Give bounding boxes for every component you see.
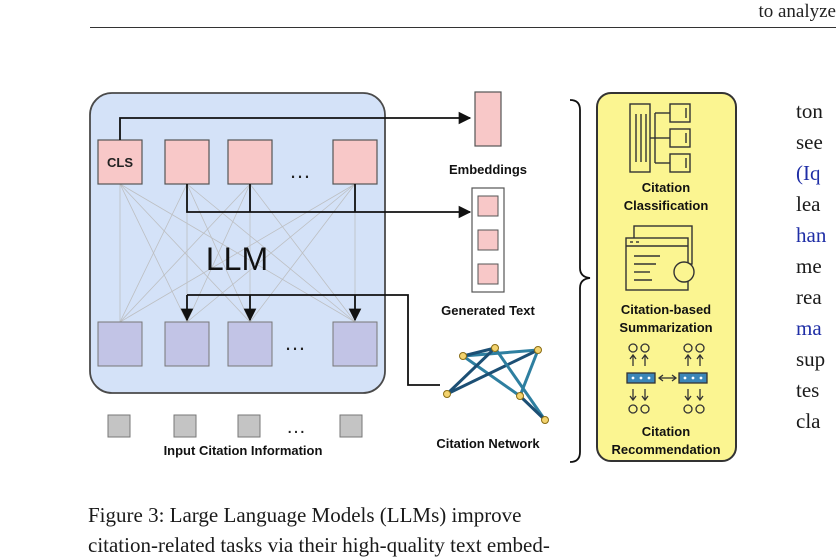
- input-ellipsis: …: [286, 416, 306, 438]
- bottom-ellipsis: …: [284, 330, 306, 355]
- right-line: cla: [796, 409, 821, 433]
- llm-label: LLM: [206, 241, 268, 277]
- citation-network-graph: [443, 344, 549, 424]
- input-token-n: [332, 321, 378, 367]
- output-token-n: [332, 139, 378, 185]
- recommendation-icon: [626, 343, 708, 414]
- right-line: ton: [796, 99, 823, 123]
- right-line: lea: [796, 192, 821, 216]
- input-square-2: [173, 414, 197, 438]
- input-token-1: [97, 321, 143, 367]
- right-column-text: ton see (Iq lea han me rea ma sup tes cl…: [796, 96, 836, 437]
- input-token-3: [227, 321, 273, 367]
- embeddings-label: Embeddings: [449, 162, 527, 177]
- top-ellipsis: …: [289, 158, 311, 183]
- embedding-vector: [474, 91, 502, 147]
- output-token-2: [227, 139, 273, 185]
- running-head: to analyze: [758, 1, 836, 22]
- cls-to-embeddings-arrow: [119, 111, 472, 140]
- header-rule: [90, 27, 836, 28]
- input-token-2: [164, 321, 210, 367]
- brace: [569, 99, 591, 463]
- output-token-1: [164, 139, 210, 185]
- summarization-icon: [625, 225, 695, 291]
- classification-icon: [629, 103, 691, 173]
- input-square-3: [237, 414, 261, 438]
- task-recommendation-line2: Recommendation: [611, 442, 720, 457]
- right-line-link[interactable]: ma: [796, 316, 822, 340]
- network-feedback-line: [187, 294, 440, 386]
- right-line-link[interactable]: han: [796, 223, 827, 247]
- right-line-link[interactable]: (Iq: [796, 161, 821, 185]
- tokens-to-generated-text-arrow: [186, 184, 472, 219]
- right-line: me: [796, 254, 822, 278]
- input-square-n: [339, 414, 363, 438]
- figure-caption: Figure 3: Large Language Models (LLMs) i…: [88, 500, 768, 560]
- figure-3-diagram: CLS … LLM … … Input Citation Information…: [89, 91, 737, 463]
- right-line: rea: [796, 285, 822, 309]
- task-recommendation-line1: Citation: [642, 424, 690, 439]
- cls-label: CLS: [107, 155, 133, 170]
- right-line: see: [796, 130, 823, 154]
- generated-text-label: Generated Text: [441, 303, 535, 318]
- caption-line-1: Figure 3: Large Language Models (LLMs) i…: [88, 503, 522, 527]
- generated-token-2: [477, 229, 499, 251]
- input-square-1: [107, 414, 131, 438]
- task-summarization-line2: Summarization: [619, 320, 712, 335]
- generated-token-1: [477, 195, 499, 217]
- task-classification-line1: Citation: [642, 180, 690, 195]
- task-summarization-line1: Citation-based: [621, 302, 711, 317]
- caption-line-2: citation-related tasks via their high-qu…: [88, 533, 550, 557]
- input-citation-label: Input Citation Information: [164, 443, 323, 458]
- right-line: sup: [796, 347, 826, 371]
- citation-network-label: Citation Network: [436, 436, 540, 451]
- llm-box: [89, 92, 386, 394]
- generated-token-3: [477, 263, 499, 285]
- right-line: tes: [796, 378, 820, 402]
- task-classification-line2: Classification: [624, 198, 709, 213]
